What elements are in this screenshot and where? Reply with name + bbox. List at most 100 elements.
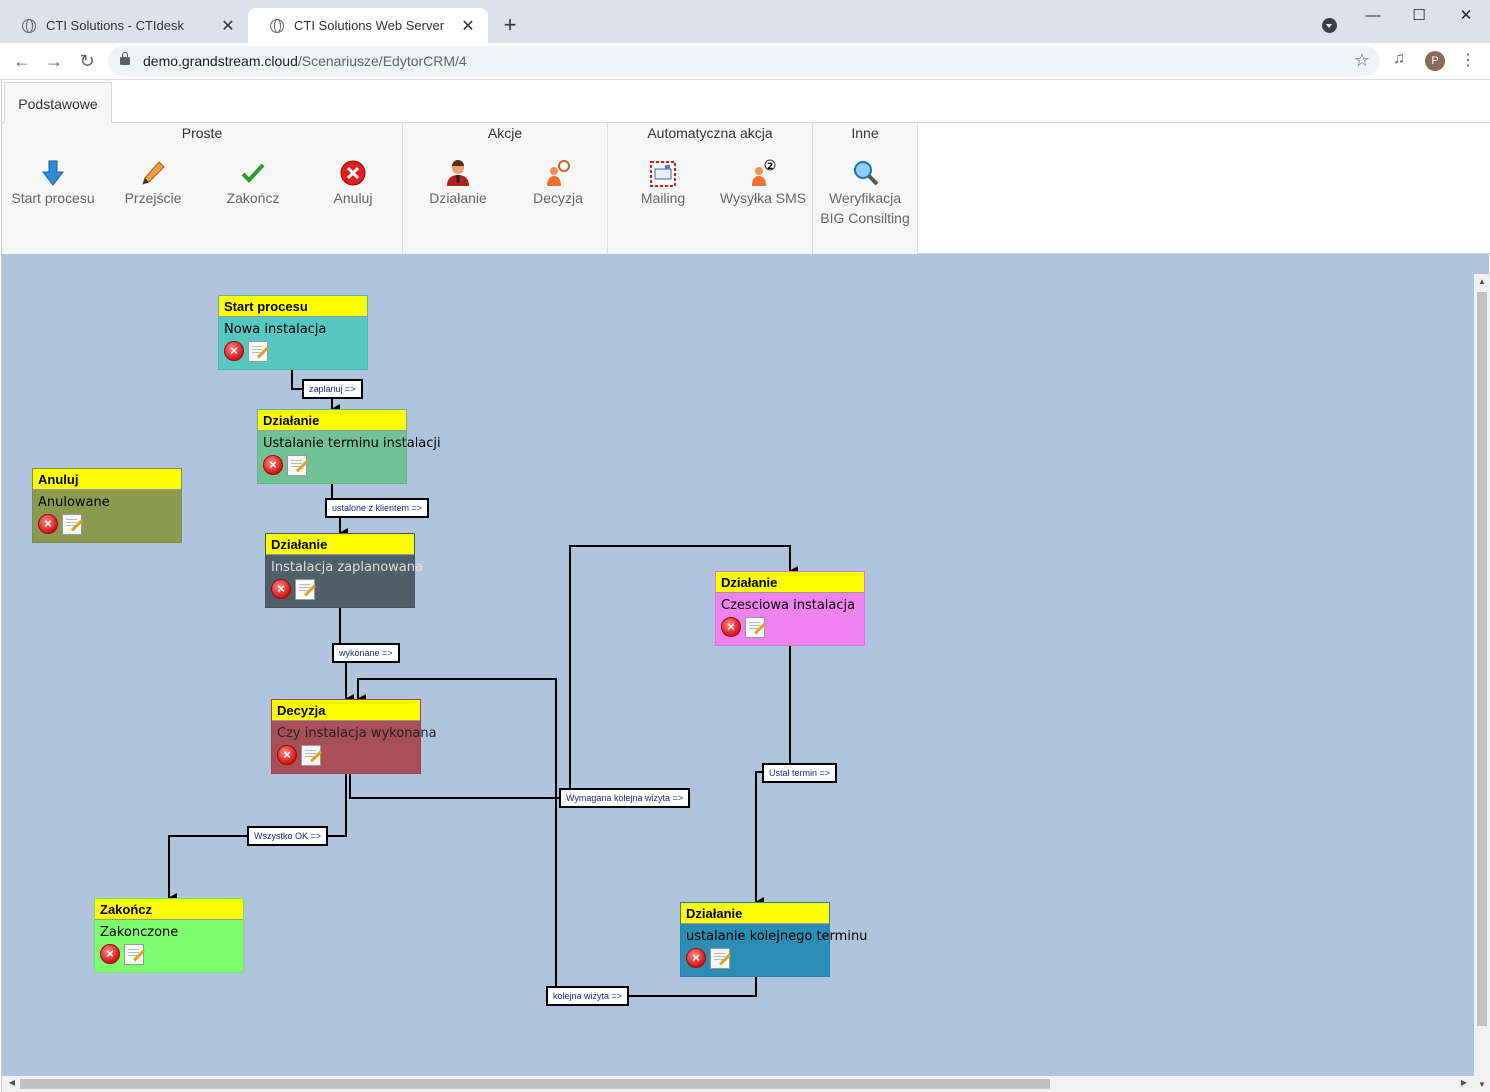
address-bar[interactable]: demo.grandstream.cloud/Scenariusze/Edyto…: [108, 46, 1380, 76]
new-tab-button[interactable]: +: [503, 12, 517, 37]
minimize-button[interactable]: —: [1365, 7, 1381, 24]
mailing-button[interactable]: Mailing: [613, 159, 713, 208]
node-desc: ustalanie kolejnego terminu: [686, 929, 868, 944]
tab-podstawowe[interactable]: Podstawowe: [4, 82, 112, 124]
edge-label-ustalone-z-klientem[interactable]: ustalone z klientem =>: [325, 498, 430, 518]
envelope-icon: [650, 161, 676, 187]
delete-node-icon[interactable]: ×: [263, 455, 283, 475]
dzialanie-button[interactable]: Działanie: [408, 159, 508, 208]
przejscie-button[interactable]: Przejście: [103, 159, 203, 208]
bookmark-star-icon[interactable]: ☆: [1353, 50, 1370, 70]
node-czesciowa-instalacja[interactable]: Działanie Czesciowa instalacja ×: [715, 571, 865, 646]
scroll-down-icon[interactable]: ▼: [1478, 1080, 1486, 1089]
edge-line-wymagana[interactable]: [349, 545, 798, 799]
horizontal-scroll-thumb[interactable]: [20, 1079, 1050, 1089]
start-procesu-button[interactable]: Start procesu: [3, 159, 103, 208]
edit-node-icon[interactable]: [248, 341, 268, 362]
browser-tab-web-server[interactable]: CTI Solutions Web Server ✕: [248, 8, 488, 43]
url-text[interactable]: demo.grandstream.cloud/Scenariusze/Edyto…: [143, 53, 467, 69]
node-desc: Anulowane: [38, 495, 110, 510]
group-title: Akcje: [487, 125, 523, 141]
decision-icon: [547, 160, 570, 186]
lock-icon[interactable]: [120, 52, 130, 65]
delete-node-icon[interactable]: ×: [277, 745, 297, 765]
scroll-up-icon[interactable]: ▲: [1478, 277, 1486, 286]
decyzja-button[interactable]: Decyzja: [508, 159, 608, 208]
delete-node-icon[interactable]: ×: [271, 579, 291, 599]
button-label: Działanie: [429, 190, 487, 206]
node-ustalanie-terminu[interactable]: Działanie Ustalanie terminu instalacji ×: [257, 409, 441, 484]
node-desc: Zakonczone: [100, 925, 179, 940]
edge-label-ustal-termin[interactable]: Ustal termin =>: [762, 763, 838, 783]
vertical-scrollbar[interactable]: ▲ ▼: [1474, 274, 1490, 1092]
delete-node-icon[interactable]: ×: [38, 514, 58, 534]
browser-toolbar: ← → ↻ demo.grandstream.cloud/Scenariusze…: [0, 43, 1490, 80]
edge-label-wykonane[interactable]: wykonane =>: [332, 643, 400, 663]
close-window-button[interactable]: ✕: [1459, 7, 1473, 24]
edge-line-kolejna-wizyta[interactable]: [357, 678, 757, 997]
group-akcje: Akcje Działanie Decyzja: [403, 123, 608, 254]
edge-label-wszystko-ok[interactable]: Wszystko OK =>: [247, 826, 329, 846]
weryfikacja-big-button[interactable]: Weryfikacja BIG Consilting: [815, 159, 915, 228]
edge-label-zaplanuj[interactable]: zaplanuj =>: [302, 379, 363, 399]
forward-button[interactable]: →: [45, 51, 63, 71]
node-desc: Nowa instalacja: [224, 322, 327, 337]
delete-node-icon[interactable]: ×: [721, 617, 741, 637]
edit-node-icon[interactable]: [287, 455, 307, 476]
delete-node-icon[interactable]: ×: [224, 341, 244, 361]
close-tab-icon[interactable]: ✕: [461, 17, 475, 35]
scroll-left-icon[interactable]: ◀: [8, 1078, 16, 1087]
group-inne: Inne Weryfikacja BIG Consilting: [813, 123, 918, 254]
pencil-icon: [142, 161, 165, 185]
node-desc: Instalacja zaplanowana: [271, 560, 423, 575]
edit-node-icon[interactable]: [295, 579, 315, 600]
delete-node-icon[interactable]: ×: [100, 944, 120, 964]
edge-label-wymagana-kolejna-wizyta[interactable]: Wymagana kolejna wizyta =>: [559, 788, 690, 808]
horizontal-scrollbar[interactable]: ◀ ▶: [2, 1076, 1474, 1092]
button-label: Mailing: [640, 190, 686, 206]
node-ustalanie-kolejnego-terminu[interactable]: Działanie ustalanie kolejnego terminu ×: [680, 902, 868, 977]
media-control-icon[interactable]: ♫: [1393, 50, 1405, 67]
magnifier-icon: [854, 161, 879, 186]
edit-node-icon[interactable]: [301, 745, 321, 766]
reload-button[interactable]: ↻: [79, 51, 95, 71]
group-title: Proste: [181, 125, 223, 141]
page-content: Podstawowe Proste Start procesu Przejści…: [1, 80, 1490, 1092]
profile-avatar[interactable]: P: [1425, 51, 1445, 71]
edit-node-icon[interactable]: [62, 514, 82, 535]
node-desc: Czy instalacja wykonana: [277, 726, 437, 741]
edit-node-icon[interactable]: [710, 948, 730, 969]
group-title: Inne: [851, 125, 879, 141]
node-anuluj[interactable]: Anuluj Anulowane ×: [32, 468, 182, 543]
checkmark-icon: [241, 163, 265, 183]
cancel-icon: [340, 160, 366, 186]
maximize-button[interactable]: ☐: [1412, 7, 1426, 24]
person-icon: [447, 160, 469, 186]
workflow-canvas[interactable]: Start procesu Nowa instalacja × Działani…: [2, 254, 1490, 1092]
vertical-scroll-thumb[interactable]: [1477, 292, 1487, 1026]
browser-tab-bar: CTI Solutions - CTIdesk ✕ CTI Solutions …: [0, 0, 1490, 43]
anuluj-button[interactable]: Anuluj: [303, 159, 403, 208]
back-button[interactable]: ←: [13, 51, 31, 71]
wysylka-sms-button[interactable]: 2 Wysyłka SMS: [713, 159, 813, 208]
button-label: Zakończ: [226, 190, 280, 206]
edit-node-icon[interactable]: [124, 944, 144, 965]
scroll-right-icon[interactable]: ▶: [1460, 1078, 1468, 1087]
browser-tab-ctidesk[interactable]: CTI Solutions - CTIdesk ✕: [0, 8, 248, 43]
node-desc: Czesciowa instalacja: [721, 598, 856, 613]
delete-node-icon[interactable]: ×: [686, 948, 706, 968]
node-title: Działanie: [681, 903, 829, 924]
node-zakoncz[interactable]: Zakończ Zakonczone ×: [94, 898, 244, 973]
node-start-procesu[interactable]: Start procesu Nowa instalacja ×: [218, 295, 368, 370]
edge-label-kolejna-wizyta[interactable]: kolejna wizyta =>: [546, 986, 630, 1006]
node-title: Działanie: [716, 572, 864, 593]
node-title: Działanie: [266, 534, 414, 555]
browser-menu-icon[interactable]: ⋮: [1460, 52, 1476, 69]
node-instalacja-zaplanowana[interactable]: Działanie Instalacja zaplanowana ×: [265, 533, 423, 608]
node-decyzja[interactable]: Decyzja Czy instalacja wykonana ×: [271, 699, 437, 774]
edit-node-icon[interactable]: [745, 617, 765, 638]
group-title: Automatyczna akcja: [647, 125, 773, 141]
close-tab-icon[interactable]: ✕: [221, 17, 235, 35]
tab-search-icon[interactable]: [1322, 18, 1337, 33]
zakoncz-button[interactable]: Zakończ: [203, 159, 303, 208]
